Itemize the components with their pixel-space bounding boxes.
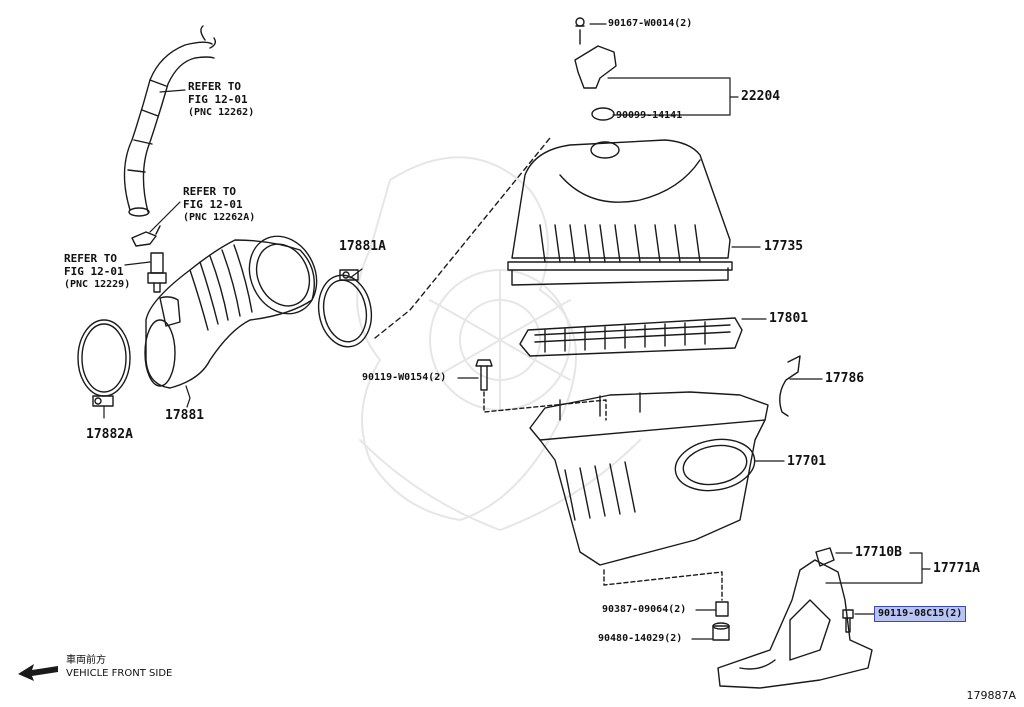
- part-label-17881[interactable]: 17881: [165, 408, 205, 423]
- hose-clip: [131, 225, 161, 247]
- refer-label-1: REFER TO FIG 12-01 (PNC 12262): [188, 80, 255, 118]
- part-label-17710B[interactable]: 17710B: [855, 545, 902, 560]
- leader-lines: [103, 23, 931, 640]
- intake-hose: [144, 235, 318, 389]
- part-label-17881A[interactable]: 17881A: [339, 239, 386, 254]
- arrow-left-icon: [18, 664, 58, 681]
- figure-code: 179887A: [966, 689, 1016, 702]
- bracket-17771A: [717, 547, 873, 689]
- bracket-17786: [779, 355, 801, 417]
- pcv-fitting: [147, 252, 167, 293]
- bolt-90119-w0154: [475, 359, 493, 391]
- part-label-90167[interactable]: 90167-W0014(2): [608, 18, 693, 29]
- part-label-90099[interactable]: 90099-14141: [616, 110, 683, 121]
- part-label-22204[interactable]: 22204: [741, 89, 781, 104]
- part-label-90119-08c15-highlighted[interactable]: 90119-08C15(2): [874, 606, 967, 622]
- part-label-17771A[interactable]: 17771A: [933, 561, 980, 576]
- watermark-emblem: [356, 156, 641, 531]
- vehicle-front-jp: 車両前方: [66, 655, 106, 666]
- leader-dashed-2: [483, 391, 607, 421]
- part-label-90119-w0154[interactable]: 90119-W0154(2): [362, 372, 447, 383]
- air-cleaner-case: [529, 391, 769, 566]
- part-label-90480[interactable]: 90480-14029(2): [598, 633, 683, 644]
- air-filter-element: [519, 317, 743, 357]
- cushion-90480: [712, 622, 730, 641]
- bolt-90119-08c15: [842, 609, 854, 633]
- part-label-17882A[interactable]: 17882A: [86, 427, 133, 442]
- air-cleaner-cap: [507, 139, 733, 286]
- vehicle-front-en: VEHICLE FRONT SIDE: [66, 668, 173, 679]
- air-flow-meter: [574, 17, 617, 121]
- refer-label-2: REFER TO FIG 12-01 (PNC 12262A): [183, 185, 256, 223]
- clamp-17881A: [317, 269, 373, 348]
- upper-hose: [123, 25, 217, 217]
- part-label-17701[interactable]: 17701: [787, 454, 827, 469]
- vehicle-front-note: 車両前方 VEHICLE FRONT SIDE: [66, 654, 172, 680]
- leader-dashed-3: [603, 569, 723, 601]
- clamp-17882A: [77, 319, 131, 407]
- part-label-17735[interactable]: 17735: [764, 239, 804, 254]
- part-label-17786[interactable]: 17786: [825, 371, 865, 386]
- refer-label-3: REFER TO FIG 12-01 (PNC 12229): [64, 252, 131, 290]
- part-label-17801[interactable]: 17801: [769, 311, 809, 326]
- leader-dashed-1: [374, 137, 551, 339]
- part-label-90387[interactable]: 90387-09064(2): [602, 604, 687, 615]
- grommet-90387: [715, 601, 729, 617]
